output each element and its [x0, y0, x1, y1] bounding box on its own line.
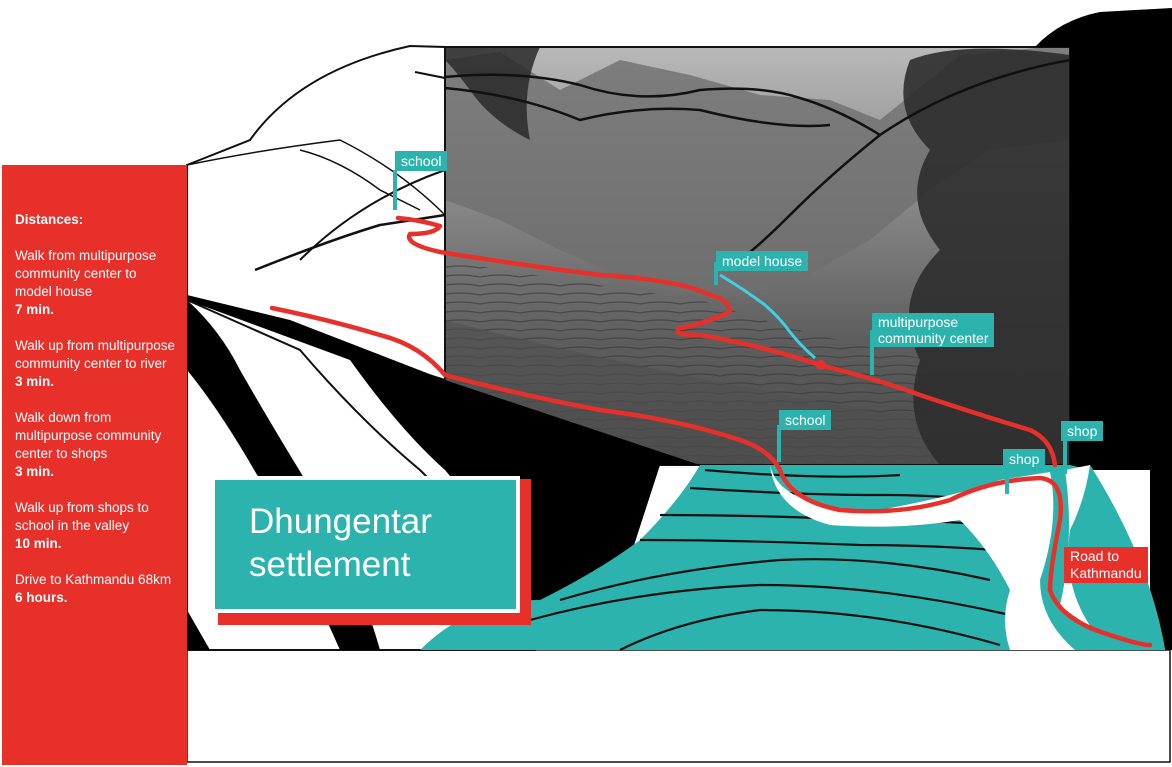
distance-text: Walk up from shops to school in the vall…	[15, 500, 149, 533]
dark-corner	[187, 610, 210, 650]
distance-item: Walk from multipurpose community center …	[15, 247, 177, 319]
dark-slope-right	[1035, 8, 1172, 650]
distances-heading: Distances:	[15, 212, 84, 227]
title-line-1: Dhungentar	[249, 502, 432, 541]
label-community-line-1: multipurpose	[878, 314, 959, 330]
label-school-top: school	[395, 151, 448, 171]
distance-time: 10 min.	[15, 536, 62, 551]
distance-time: 7 min.	[15, 302, 55, 317]
distance-time: 3 min.	[15, 464, 55, 479]
settlement-title: Dhungentar settlement	[211, 476, 520, 613]
distance-text: Walk down from multipurpose community ce…	[15, 410, 162, 461]
left-mountain	[186, 44, 446, 382]
distances-panel: Distances: Walk from multipurpose commun…	[2, 165, 187, 765]
photo-ridgelines	[444, 58, 1071, 261]
lower-frame	[186, 649, 1171, 763]
label-community-line-2: community center	[878, 330, 989, 346]
label-road-line-1: Road to	[1070, 548, 1120, 564]
distance-item: Walk up from shops to school in the vall…	[15, 499, 177, 553]
label-road-line-2: Kathmandu	[1070, 565, 1142, 581]
distance-time: 6 hours.	[15, 590, 68, 605]
distance-text: Drive to Kathmandu 68km	[15, 572, 172, 587]
label-school-valley: school	[779, 410, 832, 430]
label-community-center: multipurpose community center	[872, 313, 995, 347]
river-line	[719, 273, 816, 360]
title-line-2: settlement	[249, 545, 411, 584]
distance-item: Walk down from multipurpose community ce…	[15, 409, 177, 481]
label-shop-2: shop	[1061, 421, 1104, 441]
distance-item: Drive to Kathmandu 68km 6 hours.	[15, 571, 177, 607]
label-road-kathmandu: Road to Kathmandu	[1064, 547, 1148, 583]
dark-ridge-left	[187, 295, 700, 650]
distance-time: 3 min.	[15, 374, 55, 389]
walking-route	[269, 215, 1153, 648]
label-model-house: model house	[716, 251, 809, 271]
distance-text: Walk up from multipurpose community cent…	[15, 338, 176, 371]
distance-item: Walk up from multipurpose community cent…	[15, 337, 177, 391]
label-shop-1: shop	[1003, 449, 1046, 469]
distance-text: Walk from multipurpose community center …	[15, 248, 157, 299]
